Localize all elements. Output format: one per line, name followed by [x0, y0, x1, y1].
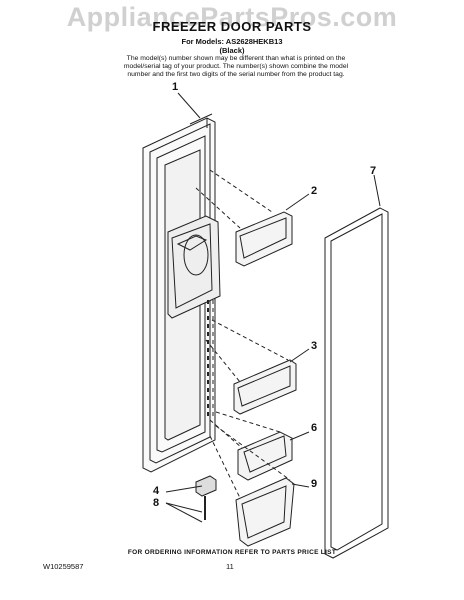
assembly-lines: [195, 169, 291, 499]
document-id: W10259587: [43, 562, 84, 571]
callout-6: 6: [311, 422, 318, 434]
callout-1: 1: [172, 81, 179, 93]
page-number: 11: [226, 562, 234, 571]
watermark: AppliancePartsPros.com: [66, 2, 398, 32]
model-note: The model(s) number shown may be differe…: [123, 55, 349, 78]
door-gasket-part-7: [324, 207, 389, 559]
page-title: FREEZER DOOR PARTS: [152, 19, 312, 34]
ordering-note: FOR ORDERING INFORMATION REFER TO PARTS …: [127, 549, 337, 556]
leader-lines: [165, 92, 381, 523]
models-line: For Models: AS2628HEKB13: [181, 37, 283, 46]
door-bin-part-9: [235, 477, 295, 547]
door-bin-part-2: [235, 211, 293, 267]
door-bin-part-6: [237, 431, 293, 481]
callout-8: 8: [153, 497, 160, 509]
callout-9: 9: [311, 478, 318, 490]
callout-7: 7: [370, 165, 377, 177]
door-bin-part-3: [233, 359, 297, 415]
bracket-part-4: [195, 475, 217, 520]
color-line: (Black): [219, 46, 245, 55]
callout-3: 3: [311, 340, 318, 352]
callout-4: 4: [153, 485, 160, 497]
freezer-door-part-1: [142, 113, 221, 473]
callout-2: 2: [311, 185, 318, 197]
